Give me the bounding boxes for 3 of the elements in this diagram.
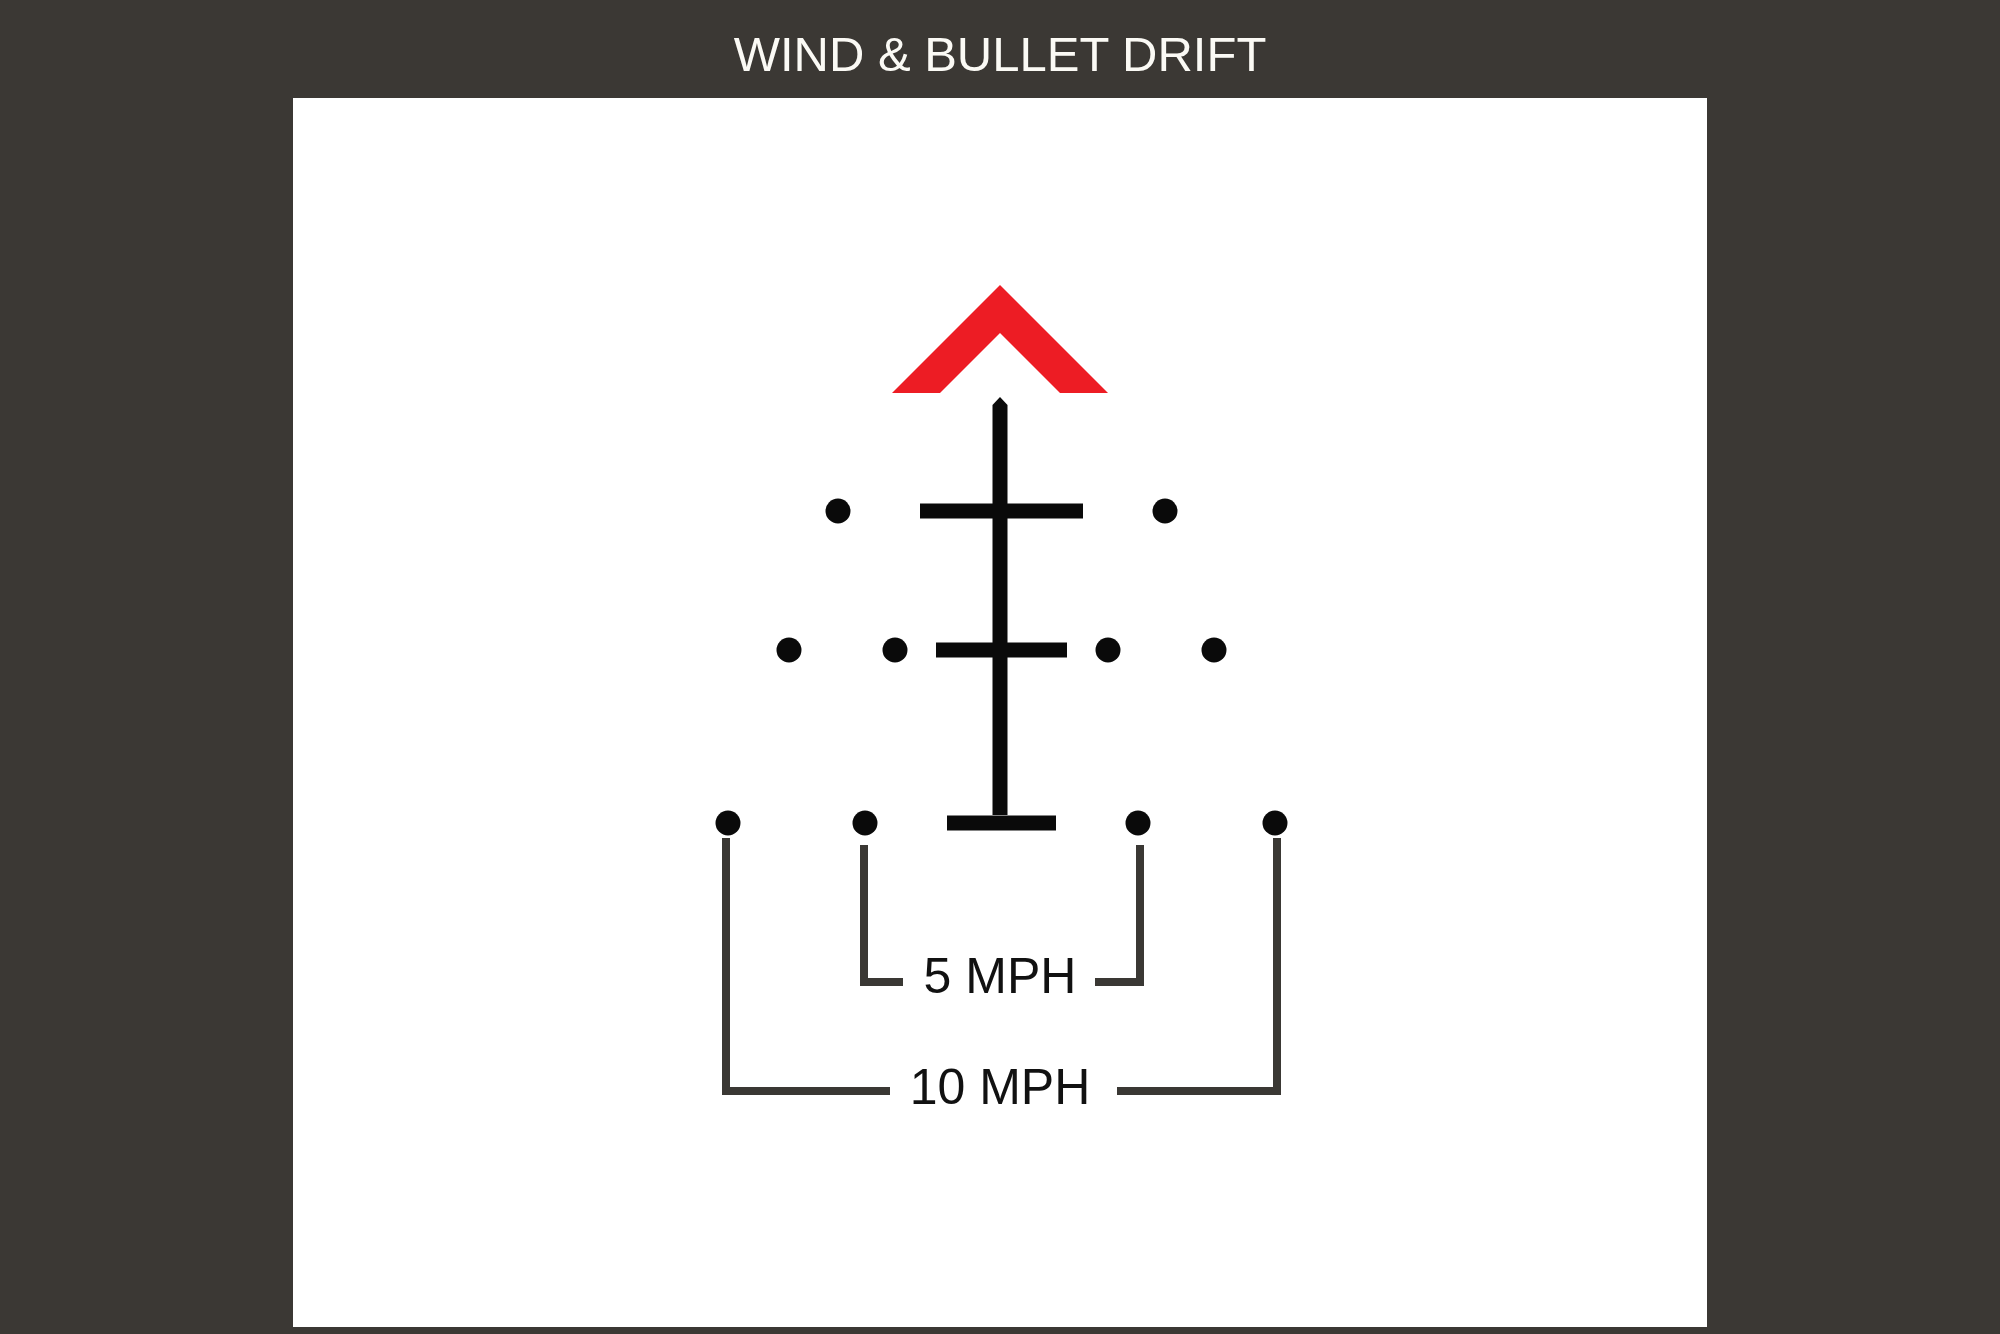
- dimension-label: 5 MPH: [923, 951, 1077, 1001]
- title: WIND & BULLET DRIFT: [733, 29, 1267, 79]
- dimension-label: 10 MPH: [909, 1062, 1091, 1112]
